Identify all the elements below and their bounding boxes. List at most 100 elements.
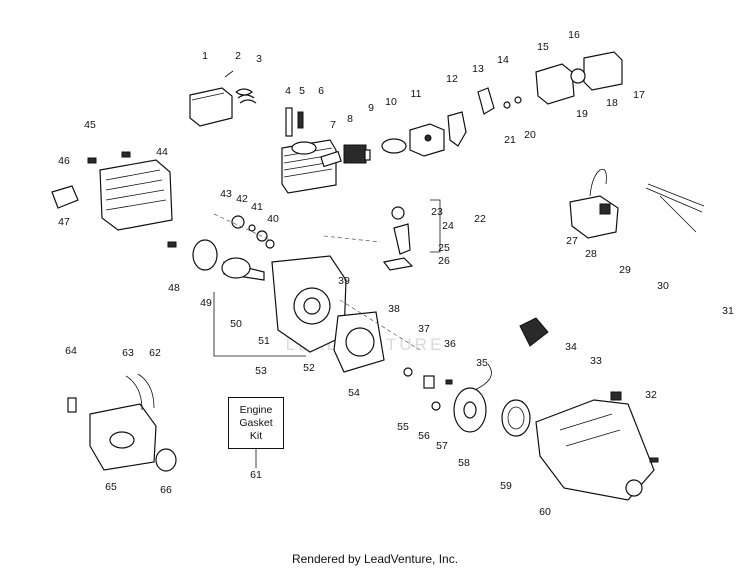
callout-27: 27 xyxy=(566,235,578,247)
callout-24: 24 xyxy=(442,220,454,232)
callout-59: 59 xyxy=(500,480,512,492)
starter-pulley xyxy=(453,387,487,433)
cylinder xyxy=(281,139,337,194)
callout-5: 5 xyxy=(299,85,305,97)
callout-26: 26 xyxy=(438,255,450,267)
callout-48: 48 xyxy=(168,282,180,294)
callout-57: 57 xyxy=(436,440,448,452)
bolt-64 xyxy=(67,397,77,413)
callout-63: 63 xyxy=(122,347,134,359)
screws-left xyxy=(87,151,177,248)
small-hardware xyxy=(403,367,659,463)
wire-harness xyxy=(645,183,705,233)
callout-47: 47 xyxy=(58,216,70,228)
bracket-47 xyxy=(51,185,79,209)
callout-14: 14 xyxy=(497,54,509,66)
engine-shroud xyxy=(99,159,173,231)
callout-61: 61 xyxy=(250,469,262,481)
callout-31: 31 xyxy=(722,305,734,317)
alignment-line-b xyxy=(323,235,381,243)
callout-7: 7 xyxy=(330,119,336,131)
callout-58: 58 xyxy=(458,457,470,469)
callout-65: 65 xyxy=(105,481,117,493)
connecting-rod xyxy=(382,206,414,271)
callout-55: 55 xyxy=(397,421,409,433)
callout-44: 44 xyxy=(156,146,168,158)
callout-35: 35 xyxy=(476,357,488,369)
callout-60: 60 xyxy=(539,506,551,518)
clutch-housing xyxy=(333,311,385,373)
callout-32: 32 xyxy=(645,389,657,401)
callout-34: 34 xyxy=(565,341,577,353)
trimmer-head xyxy=(89,403,157,471)
callout-21: 21 xyxy=(504,134,516,146)
alignment-line-a xyxy=(213,213,271,241)
callout-25: 25 xyxy=(438,242,450,254)
air-filter-housing xyxy=(535,51,623,105)
alignment-line-c xyxy=(339,299,421,351)
callout-42: 42 xyxy=(236,193,248,205)
engine-gasket-kit-box: Engine Gasket Kit xyxy=(228,397,284,449)
callout-6: 6 xyxy=(318,85,324,97)
bracket-22 xyxy=(430,199,441,253)
callout-9: 9 xyxy=(368,102,374,114)
callout-62: 62 xyxy=(149,347,161,359)
callout-66: 66 xyxy=(160,484,172,496)
callout-4: 4 xyxy=(285,85,291,97)
trimmer-lines xyxy=(125,373,155,411)
recoil-spring xyxy=(501,399,531,437)
callout-13: 13 xyxy=(472,63,484,75)
starter-handle xyxy=(519,317,549,347)
callout-33: 33 xyxy=(590,355,602,367)
callout-17: 17 xyxy=(633,89,645,101)
callout-11: 11 xyxy=(411,88,422,100)
callout-50: 50 xyxy=(230,318,242,330)
callout-53: 53 xyxy=(255,365,267,377)
callout-30: 30 xyxy=(657,280,669,292)
oring-49 xyxy=(192,239,218,271)
callout-28: 28 xyxy=(585,248,597,260)
callout-16: 16 xyxy=(568,29,580,41)
callout-29: 29 xyxy=(619,264,631,276)
callout-37: 37 xyxy=(418,323,430,335)
footer-credit: Rendered by LeadVenture, Inc. xyxy=(291,552,459,566)
bracket-parts xyxy=(447,87,522,147)
carburetor xyxy=(409,123,445,157)
callout-8: 8 xyxy=(347,113,353,125)
intake-parts xyxy=(320,138,407,168)
crankcase xyxy=(271,255,347,353)
callout-36: 36 xyxy=(444,338,456,350)
callout-18: 18 xyxy=(606,97,618,109)
callout-labels: 1 2 3 4 5 6 7 8 9 10 11 12 13 14 15 16 1… xyxy=(58,29,734,518)
callout-40: 40 xyxy=(267,213,279,225)
callout-10: 10 xyxy=(385,96,397,108)
callout-3: 3 xyxy=(256,53,262,65)
callout-1: 1 xyxy=(202,50,208,62)
callout-38: 38 xyxy=(388,303,400,315)
spring-part xyxy=(224,70,257,104)
callout-2: 2 xyxy=(235,50,241,62)
callout-12: 12 xyxy=(446,73,458,85)
callout-51: 51 xyxy=(258,335,270,347)
callout-41: 41 xyxy=(251,201,263,213)
callout-20: 20 xyxy=(524,129,536,141)
callout-52: 52 xyxy=(303,362,315,374)
ignition-module xyxy=(569,168,619,239)
callout-46: 46 xyxy=(58,155,70,167)
callout-23: 23 xyxy=(431,206,443,218)
callout-64: 64 xyxy=(65,345,77,357)
spool-66 xyxy=(155,448,177,472)
callout-19: 19 xyxy=(576,108,588,120)
callout-39: 39 xyxy=(338,275,350,287)
crankshaft xyxy=(221,257,265,281)
callout-45: 45 xyxy=(84,119,96,131)
callout-54: 54 xyxy=(348,387,360,399)
callout-43: 43 xyxy=(220,188,232,200)
starter-housing xyxy=(535,399,655,501)
callout-15: 15 xyxy=(537,41,549,53)
spark-plug-set xyxy=(285,107,304,137)
muffler-cover xyxy=(189,87,233,127)
bracket-53 xyxy=(213,292,306,357)
callout-56: 56 xyxy=(418,430,430,442)
